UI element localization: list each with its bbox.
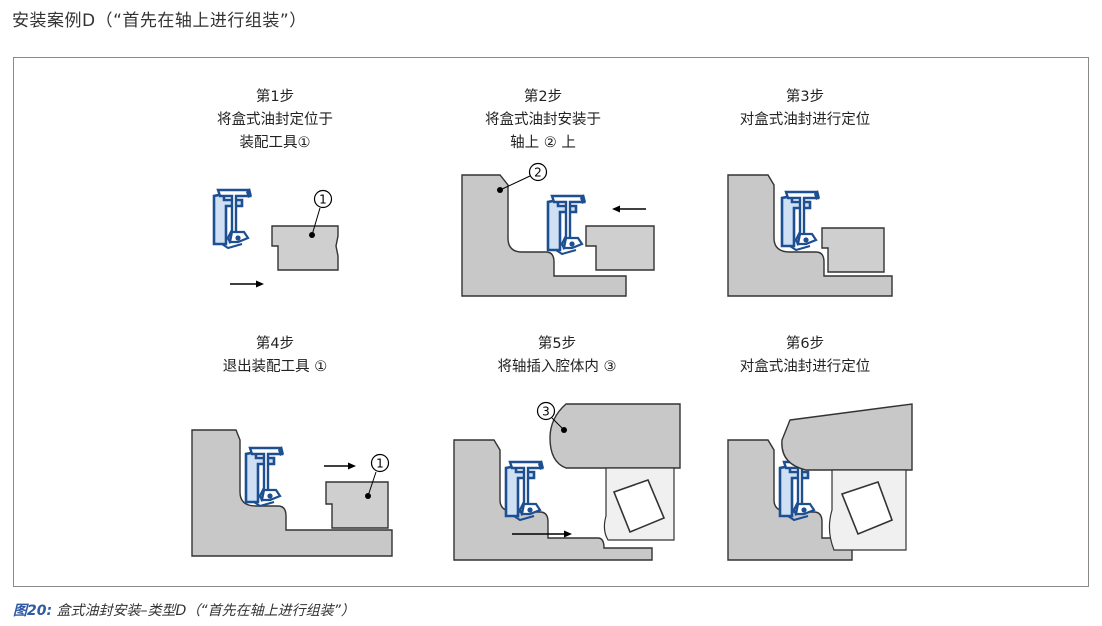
step-3-label: 第3步 对盒式油封进行定位 <box>715 86 895 132</box>
step-6-roller <box>840 480 894 536</box>
step-5-housing-marker-label: 3 <box>542 405 550 419</box>
step-2-shaft <box>461 174 627 297</box>
step-2-label: 第2步 将盒式油封安装于 轴上 ② 上 <box>463 86 623 155</box>
step-3-assembly-tool <box>821 227 885 273</box>
step-2-arrow-head <box>612 205 620 213</box>
step-5-seal <box>504 458 546 522</box>
step-3-seal <box>780 188 822 252</box>
diagram-frame <box>13 57 1089 587</box>
step-3-line-1: 对盒式油封进行定位 <box>739 112 871 128</box>
step-5-drawing: 3 <box>453 401 681 561</box>
step-4-shaft <box>191 429 393 557</box>
step-5-housing-leader <box>551 417 565 431</box>
step-2-shaft-marker-label: 2 <box>534 166 542 180</box>
step-5-shaft <box>453 439 653 561</box>
step-2-line-2: 轴上 ② 上 <box>510 135 576 151</box>
step-4-seal <box>244 444 286 508</box>
step-5-label: 第5步 将轴插入腔体内 ③ <box>472 333 642 379</box>
step-1-drawing: 1 <box>212 186 339 288</box>
figure-number: 图20: <box>13 603 53 619</box>
step-1-arrow-head <box>256 280 264 288</box>
step-1-title: 第1步 <box>255 89 295 105</box>
step-1-line-1: 将盒式油封定位于 <box>217 112 333 128</box>
step-2-seal <box>546 192 588 256</box>
step-1-assembly-tool <box>271 225 339 271</box>
step-4-title: 第4步 <box>255 336 295 352</box>
step-2-title: 第2步 <box>523 89 563 105</box>
step-4-assembly-tool <box>325 481 389 529</box>
step-6-drawing <box>727 403 913 561</box>
step-6-shaft <box>727 439 853 561</box>
step-2-drawing: 2 <box>461 162 655 297</box>
step-2-shaft-leader <box>499 175 531 191</box>
step-6-line-1: 对盒式油封进行定位 <box>739 359 871 375</box>
step-5-housing <box>549 403 681 469</box>
step-1-tool-leader <box>311 207 321 236</box>
step-4-arrow-head <box>348 462 356 470</box>
step-6-label: 第6步 对盒式油封进行定位 <box>715 333 895 379</box>
step-5-title: 第5步 <box>537 336 577 352</box>
step-3-shaft <box>727 174 893 297</box>
step-1-label: 第1步 将盒式油封定位于 装配工具① <box>195 86 355 155</box>
step-4-tool-leader <box>367 471 377 497</box>
step-6-title: 第6步 <box>785 336 825 352</box>
step-5-housing-marker <box>536 401 556 421</box>
step-5-arrow-head <box>564 530 572 538</box>
step-2-assembly-tool <box>585 225 655 271</box>
step-4-label: 第4步 退出装配工具 ① <box>195 333 355 379</box>
step-4-tool-marker-label: 1 <box>376 457 384 471</box>
step-2-shaft-marker <box>528 162 548 182</box>
step-1-seal <box>212 186 254 250</box>
step-1-tool-marker <box>313 189 333 209</box>
step-5-roller <box>612 478 666 534</box>
step-4-line-1: 退出装配工具 ① <box>222 359 328 375</box>
step-1-tool-marker-label: 1 <box>319 193 327 207</box>
step-3-title: 第3步 <box>785 89 825 105</box>
page-title: 安装案例D（“首先在轴上进行组装”） <box>12 11 307 31</box>
step-5-line-1: 将轴插入腔体内 ③ <box>497 359 617 375</box>
step-4-tool-marker <box>370 453 390 473</box>
step-3-drawing <box>727 174 893 297</box>
step-2-line-1: 将盒式油封安装于 <box>485 112 601 128</box>
step-6-housing <box>781 403 913 471</box>
figure-caption-text: 盒式油封安装–类型D（“首先在轴上进行组装”） <box>56 603 355 619</box>
step-4-drawing: 1 <box>191 429 393 557</box>
step-1-line-2: 装配工具① <box>239 135 311 151</box>
figure-caption: 图20: 盒式油封安装–类型D（“首先在轴上进行组装”） <box>13 600 355 620</box>
